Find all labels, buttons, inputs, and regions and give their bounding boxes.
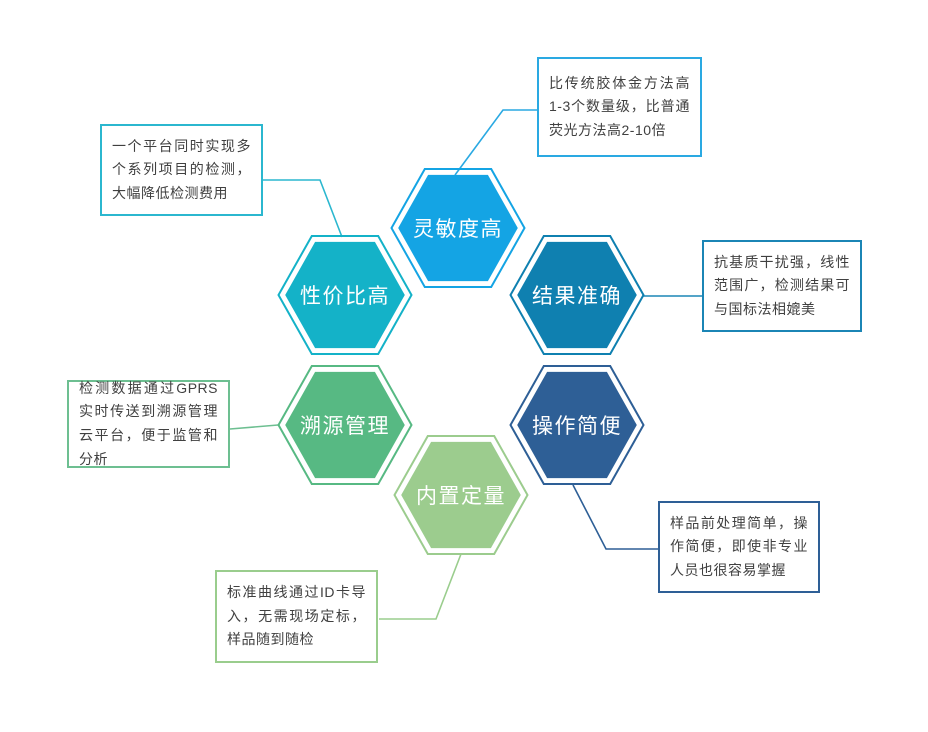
hexagon-outline xyxy=(509,365,645,485)
description-text-sensitivity: 比传统胶体金方法高1-3个数量级，比普通荧光方法高2-10倍 xyxy=(549,74,690,138)
description-text-operation: 样品前处理简单，操作简便，即使非专业人员也很容易掌握 xyxy=(670,514,808,578)
hexagon-shape xyxy=(277,235,413,355)
hexagon-shape xyxy=(509,235,645,355)
description-box-quant: 标准曲线通过ID卡导入，无需现场定标，样品随到随检 xyxy=(215,570,378,663)
hexagon-shape xyxy=(390,168,526,288)
hexagon-fill xyxy=(285,241,405,349)
description-text-quant: 标准曲线通过ID卡导入，无需现场定标，样品随到随检 xyxy=(227,584,366,648)
hexagon-shape xyxy=(277,365,413,485)
connector-sensitivity xyxy=(454,109,538,176)
description-text-cost: 一个平台同时实现多个系列项目的检测，大幅降低检测费用 xyxy=(112,137,251,201)
hexagon-label-operation: 操作简便 xyxy=(532,415,622,438)
hexagon-fill xyxy=(285,371,405,479)
hexagon-label-sensitivity: 灵敏度高 xyxy=(413,218,503,241)
connector-cost xyxy=(263,179,343,238)
hexagon-shape xyxy=(393,435,529,555)
hexagon-accuracy: 结果准确 xyxy=(509,234,645,356)
description-box-trace: 检测数据通过GPRS实时传送到溯源管理云平台，便于监管和分析 xyxy=(67,380,230,468)
description-text-trace: 检测数据通过GPRS实时传送到溯源管理云平台，便于监管和分析 xyxy=(79,379,218,467)
hexagon-label-quant: 内置定量 xyxy=(416,485,506,508)
connector-operation xyxy=(572,484,658,550)
hexagon-outline xyxy=(277,365,413,485)
description-box-sensitivity: 比传统胶体金方法高1-3个数量级，比普通荧光方法高2-10倍 xyxy=(537,57,702,157)
hexagon-label-cost: 性价比高 xyxy=(300,285,390,308)
hexagon-cost: 性价比高 xyxy=(277,234,413,356)
hexagon-fill xyxy=(517,241,637,349)
description-text-accuracy: 抗基质干扰强，线性范围广，检测结果可与国标法相媲美 xyxy=(714,253,850,317)
hexagon-fill xyxy=(517,371,637,479)
connector-trace xyxy=(229,424,279,430)
hexagon-fill xyxy=(401,441,521,549)
hexagon-trace: 溯源管理 xyxy=(277,364,413,486)
hexagon-outline xyxy=(390,168,526,288)
hexagon-quant: 内置定量 xyxy=(393,434,529,556)
hexagon-sensitivity: 灵敏度高 xyxy=(390,167,526,289)
description-box-cost: 一个平台同时实现多个系列项目的检测，大幅降低检测费用 xyxy=(100,124,263,216)
description-box-accuracy: 抗基质干扰强，线性范围广，检测结果可与国标法相媲美 xyxy=(702,240,862,332)
hexagon-operation: 操作简便 xyxy=(509,364,645,486)
description-box-operation: 样品前处理简单，操作简便，即使非专业人员也很容易掌握 xyxy=(658,501,820,593)
hexagon-label-trace: 溯源管理 xyxy=(300,415,390,438)
hexagon-shape xyxy=(509,365,645,485)
hexagon-outline xyxy=(277,235,413,355)
hexagon-outline xyxy=(509,235,645,355)
hexagon-fill xyxy=(398,174,518,282)
connector-quant xyxy=(379,553,462,620)
hexagon-label-accuracy: 结果准确 xyxy=(532,285,622,308)
hexagon-outline xyxy=(393,435,529,555)
